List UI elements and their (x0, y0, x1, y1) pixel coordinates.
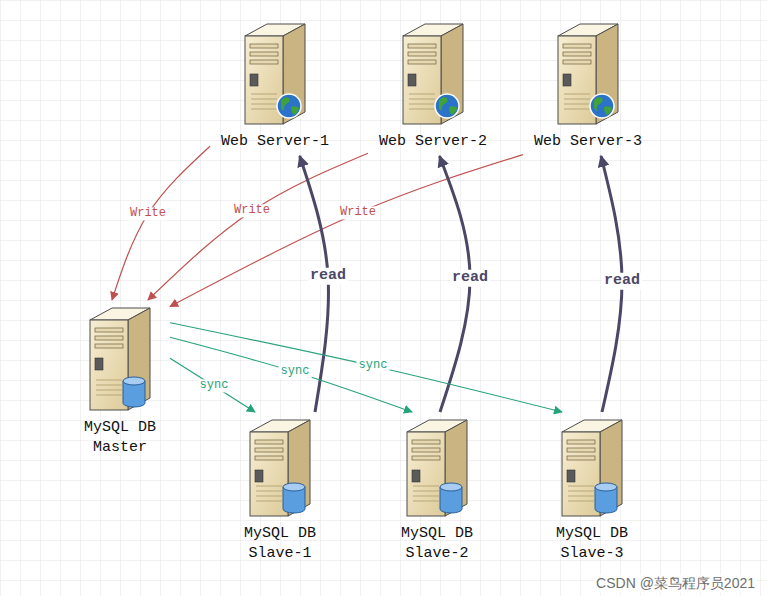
server-name: MySQL DB Master (70, 418, 170, 462)
write-label: Write (338, 206, 378, 219)
write-label: Write (128, 207, 168, 220)
sync-arrow (170, 323, 562, 412)
web-server-icon (523, 16, 653, 132)
database-server-node: MySQL DB Master (70, 300, 170, 462)
database-server-icon (70, 300, 170, 418)
server-name: MySQL DB Slave-2 (387, 524, 487, 568)
web-server-node: Web Server-1 (210, 16, 340, 156)
web-server-icon (210, 16, 340, 132)
write-arrow (112, 146, 210, 300)
web-server-node: Web Server-2 (368, 16, 498, 156)
write-label: Write (232, 204, 272, 217)
read-label: read (308, 268, 348, 285)
write-arrow (148, 153, 368, 300)
server-name: Web Server-1 (210, 132, 340, 156)
read-label: read (450, 270, 490, 287)
server-name: Web Server-3 (523, 132, 653, 156)
sync-label: sync (357, 359, 390, 372)
read-label: read (602, 273, 642, 290)
database-server-node: MySQL DB Slave-1 (230, 412, 330, 568)
server-name: Web Server-2 (368, 132, 498, 156)
sync-arrow (170, 358, 255, 412)
server-name: MySQL DB Slave-3 (542, 524, 642, 568)
watermark: CSDN @菜鸟程序员2021 (594, 575, 757, 593)
database-server-icon (387, 412, 487, 524)
database-server-icon (230, 412, 330, 524)
sync-label: sync (279, 365, 312, 378)
database-server-icon (542, 412, 642, 524)
database-server-node: MySQL DB Slave-3 (542, 412, 642, 568)
sync-label: sync (198, 379, 231, 392)
server-name: MySQL DB Slave-1 (230, 524, 330, 568)
database-server-node: MySQL DB Slave-2 (387, 412, 487, 568)
web-server-node: Web Server-3 (523, 16, 653, 156)
write-arrow (170, 155, 523, 307)
web-server-icon (368, 16, 498, 132)
